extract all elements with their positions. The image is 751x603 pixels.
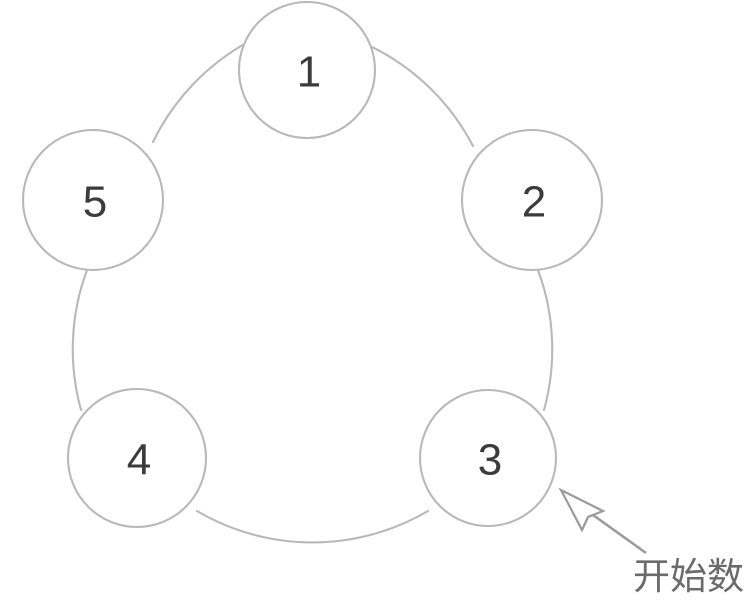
node-circle-4[interactable]: [66, 387, 208, 529]
arc-node5-to-node1: [151, 40, 250, 144]
node-label-1: 1: [297, 48, 321, 97]
node-label-3: 3: [478, 436, 502, 485]
arc-node4-to-node5: [71, 268, 89, 412]
node-circle-5[interactable]: [21, 128, 165, 272]
node-group: [21, 0, 604, 529]
node-circle-2[interactable]: [460, 128, 604, 272]
node-label-5: 5: [83, 178, 107, 227]
arc-node3-to-node4: [195, 509, 430, 544]
arrow-head-outline: [558, 487, 606, 533]
node-label-2: 2: [522, 178, 546, 227]
node-label-4: 4: [127, 436, 151, 485]
annotation-label-start-count: 开始数: [633, 555, 744, 598]
node-label-group: 1 2 3 4 5: [83, 48, 546, 485]
ring-arc-group: [71, 40, 554, 544]
arrow-shaft-line: [585, 508, 647, 555]
node-circle-1[interactable]: [237, 0, 377, 140]
arc-node1-to-node2: [368, 44, 475, 148]
annotation-arrow: [558, 487, 647, 555]
node-circle-3[interactable]: [418, 388, 558, 528]
arc-node2-to-node3: [536, 268, 554, 412]
